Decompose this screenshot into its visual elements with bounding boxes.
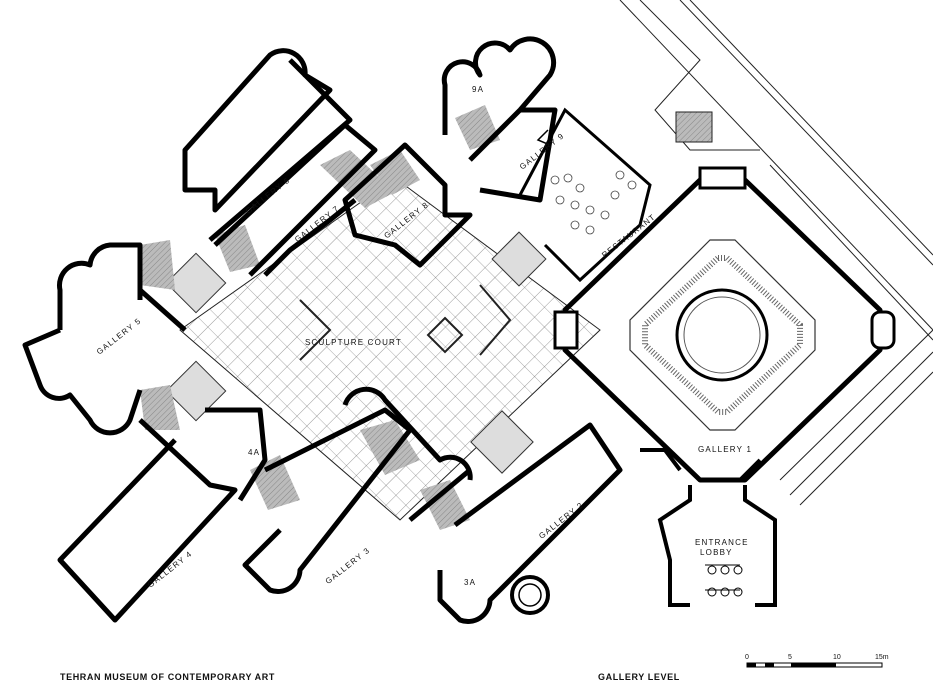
entrance-lobby: [640, 448, 777, 607]
gallery-walls: [22, 36, 623, 624]
drawing-title: TEHRAN MUSEUM OF CONTEMPORARY ART: [60, 672, 275, 682]
label-entrance: ENTRANCE: [695, 538, 749, 547]
gallery-1-rotunda: [518, 107, 896, 483]
label-room-3a: 3A: [464, 578, 476, 587]
label-restaurant: RESTAURANT: [600, 212, 657, 260]
label-gallery-2: GALLERY 2: [537, 500, 585, 540]
site-boundary: [619, 0, 933, 506]
label-room-4a: 4A: [248, 448, 260, 457]
label-lobby: LOBBY: [700, 548, 733, 557]
label-sculpture-court: SCULPTURE COURT: [305, 338, 402, 347]
level-title: GALLERY LEVEL: [598, 672, 680, 682]
label-gallery-3: GALLERY 3: [324, 546, 372, 586]
scale-tick-10: 10: [833, 654, 841, 661]
label-gallery-6: GALLERY 6: [244, 176, 292, 216]
scale-tick-0: 0: [745, 654, 749, 661]
label-gallery-4: GALLERY 4: [146, 549, 194, 589]
connector-bands: [140, 105, 500, 530]
label-room-9a: 9A: [472, 85, 484, 94]
scale-bar: 0 5 10 15m: [745, 654, 889, 668]
scale-tick-15m: 15m: [875, 654, 889, 661]
label-gallery-5: GALLERY 5: [95, 316, 143, 356]
label-gallery-9: GALLERY 9: [518, 131, 566, 171]
label-gallery-1: GALLERY 1: [698, 445, 752, 454]
scale-tick-5: 5: [788, 654, 792, 661]
sculpture-court-floor: [165, 177, 601, 521]
